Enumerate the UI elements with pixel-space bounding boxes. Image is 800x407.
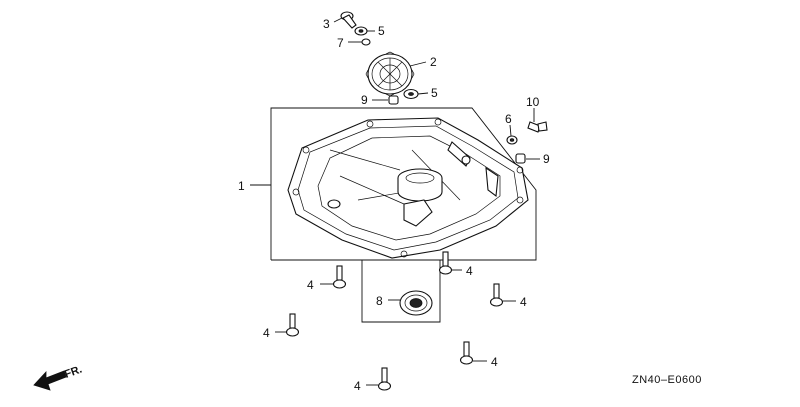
crankcase-group-frame [270,107,537,323]
crankcase-cover [287,117,529,259]
dowel-pin-part-9-right [515,153,526,164]
callout-4-d: 4 [263,326,270,340]
callout-2: 2 [430,55,437,69]
flange-bolt-part-4b [438,251,453,275]
callout-4-e: 4 [491,355,498,369]
leader-lines [250,17,540,386]
callout-6: 6 [505,112,512,126]
governor-gear-part-2 [365,51,415,97]
callout-9-upper: 9 [361,93,368,107]
callout-4-c: 4 [520,295,527,309]
callout-9-right: 9 [543,152,550,166]
pin-part-7 [361,38,371,46]
washer-part-5-upper [354,26,368,36]
flange-bolt-part-4a [332,265,347,289]
washer-part-6 [506,135,518,145]
callout-4-a: 4 [307,278,314,292]
callout-5-lower: 5 [431,86,438,100]
callout-3: 3 [323,17,330,31]
callout-4-f: 4 [354,379,361,393]
direction-label: FR. [63,363,84,380]
arrow-left-icon [33,370,67,391]
flange-bolt-part-4e [459,341,474,365]
bolt-part-10 [527,121,548,133]
dowel-pin-part-9-upper [388,95,399,105]
flange-bolt-part-4c [489,283,504,307]
callout-10: 10 [526,95,540,109]
flange-bolt-part-4d [285,313,300,337]
callout-5-upper: 5 [378,24,385,38]
callout-1: 1 [238,179,245,193]
callout-8: 8 [376,294,383,308]
washer-part-5-lower [403,88,419,100]
flange-bolt-part-4f [377,367,392,391]
bolt-part-3 [340,11,357,29]
oil-seal-part-8 [399,290,433,316]
callout-7: 7 [337,36,344,50]
callout-4-b: 4 [466,264,473,278]
diagram-code: ZN40–E0600 [632,374,702,386]
